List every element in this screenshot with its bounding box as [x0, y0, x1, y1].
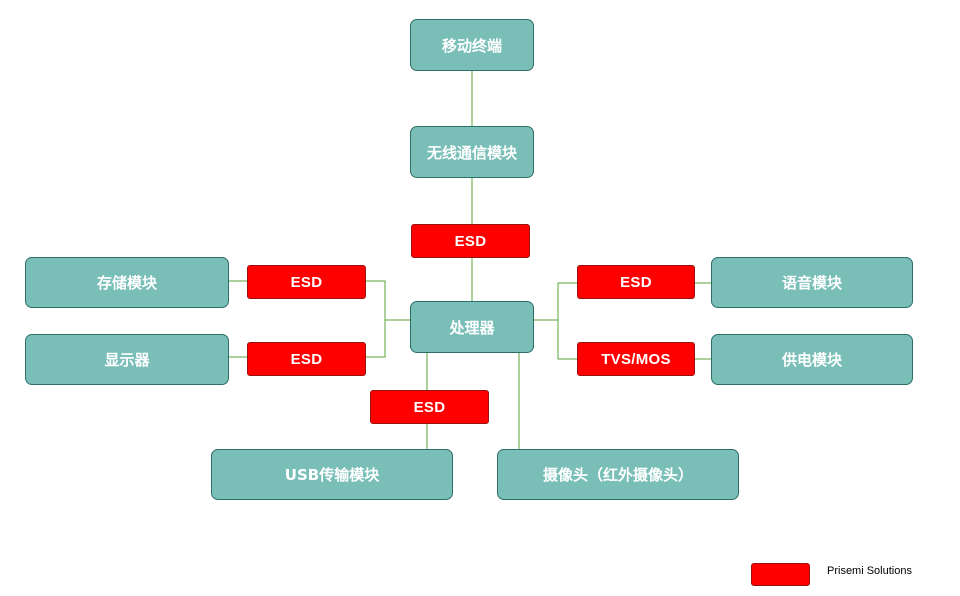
legend-label: Prisemi Solutions [827, 565, 912, 577]
connector-left-bus [365, 280, 386, 358]
processor-box: 处理器 [410, 301, 534, 353]
esd-storage-label: ESD [290, 273, 323, 291]
voice-module-label: 语音模块 [781, 274, 842, 292]
wireless-module-label: 无线通信模块 [426, 143, 517, 162]
usb-module-box: USB传输模块 [211, 449, 453, 500]
esd-voice-box: ESD [577, 265, 695, 299]
mobile-terminal-label: 移动终端 [441, 36, 502, 55]
usb-module-label: USB传输模块 [284, 466, 380, 484]
storage-module-box: 存储模块 [25, 257, 229, 308]
tvs-mos-label: TVS/MOS [601, 350, 671, 368]
voice-module-box: 语音模块 [711, 257, 913, 308]
esd-top-box: ESD [411, 224, 530, 258]
camera-box: 摄像头（红外摄像头） [497, 449, 739, 500]
tvs-mos-box: TVS/MOS [577, 342, 695, 376]
esd-usb-box: ESD [370, 390, 489, 424]
display-label: 显示器 [104, 351, 150, 369]
esd-display-label: ESD [290, 350, 323, 368]
mobile-terminal-box: 移动终端 [410, 19, 534, 71]
esd-storage-box: ESD [247, 265, 366, 299]
power-module-box: 供电模块 [711, 334, 913, 385]
camera-label: 摄像头（红外摄像头） [542, 466, 693, 484]
legend-swatch [751, 563, 810, 586]
power-module-label: 供电模块 [781, 351, 842, 369]
connector-right-bus [557, 282, 578, 360]
esd-display-box: ESD [247, 342, 366, 376]
esd-top-label: ESD [454, 232, 487, 250]
display-box: 显示器 [25, 334, 229, 385]
processor-label: 处理器 [449, 318, 495, 337]
esd-voice-label: ESD [620, 273, 652, 291]
storage-module-label: 存储模块 [96, 274, 157, 292]
wireless-module-box: 无线通信模块 [410, 126, 534, 178]
esd-usb-label: ESD [413, 398, 446, 416]
